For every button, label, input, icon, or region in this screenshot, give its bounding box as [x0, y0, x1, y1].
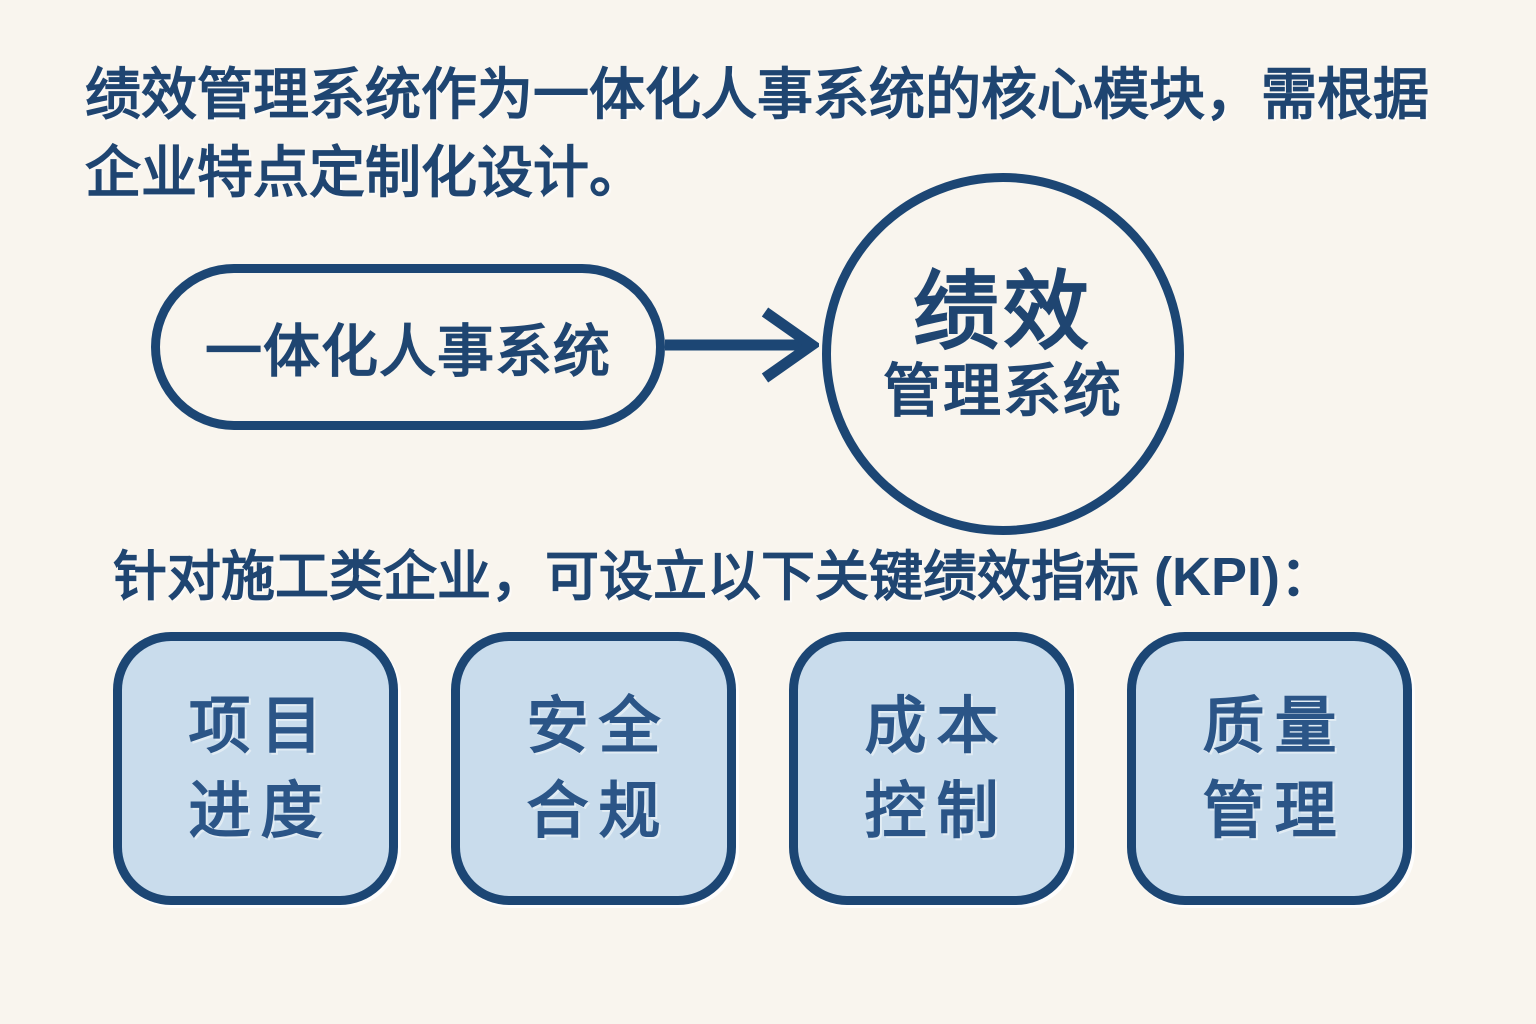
intro-line-2: 企业特点定制化设计。 — [85, 141, 645, 204]
kpi-card-label: 项目 — [188, 691, 333, 761]
performance-system-subtitle: 管理系统 — [882, 359, 1123, 425]
kpi-section-heading: 针对施工类企业，可设立以下关键绩效指标 (KPI)： — [113, 547, 1334, 607]
integrated-hr-system-label: 一体化人事系统 — [205, 320, 611, 384]
performance-system-title: 绩效 — [913, 264, 1093, 361]
kpi-card-label: 合规 — [526, 776, 671, 846]
performance-system-node: 绩效 管理系统 — [822, 173, 1184, 535]
kpi-card-row: 项目 进度 安全 合规 成本 控制 质量 管理 — [113, 632, 1412, 905]
flow-diagram: 一体化人事系统 绩效 管理系统 — [151, 173, 1184, 535]
kpi-card-quality-management: 质量 管理 — [1127, 632, 1412, 905]
kpi-card-label: 管理 — [1202, 776, 1347, 846]
integrated-hr-system-node: 一体化人事系统 — [151, 264, 665, 430]
kpi-card-project-progress: 项目 进度 — [113, 632, 398, 905]
intro-line-1: 绩效管理系统作为一体化人事系统的核心模块，需根据 — [85, 63, 1429, 126]
kpi-card-safety-compliance: 安全 合规 — [451, 632, 736, 905]
right-arrow-icon — [665, 307, 819, 383]
kpi-card-label: 成本 — [864, 691, 1009, 761]
kpi-card-cost-control: 成本 控制 — [789, 632, 1074, 905]
kpi-card-label: 进度 — [188, 776, 333, 846]
kpi-card-label: 安全 — [526, 691, 671, 761]
kpi-card-label: 控制 — [864, 776, 1009, 846]
kpi-card-label: 质量 — [1202, 691, 1347, 761]
intro-headline: 绩效管理系统作为一体化人事系统的核心模块，需根据 企业特点定制化设计。 — [85, 56, 1429, 212]
